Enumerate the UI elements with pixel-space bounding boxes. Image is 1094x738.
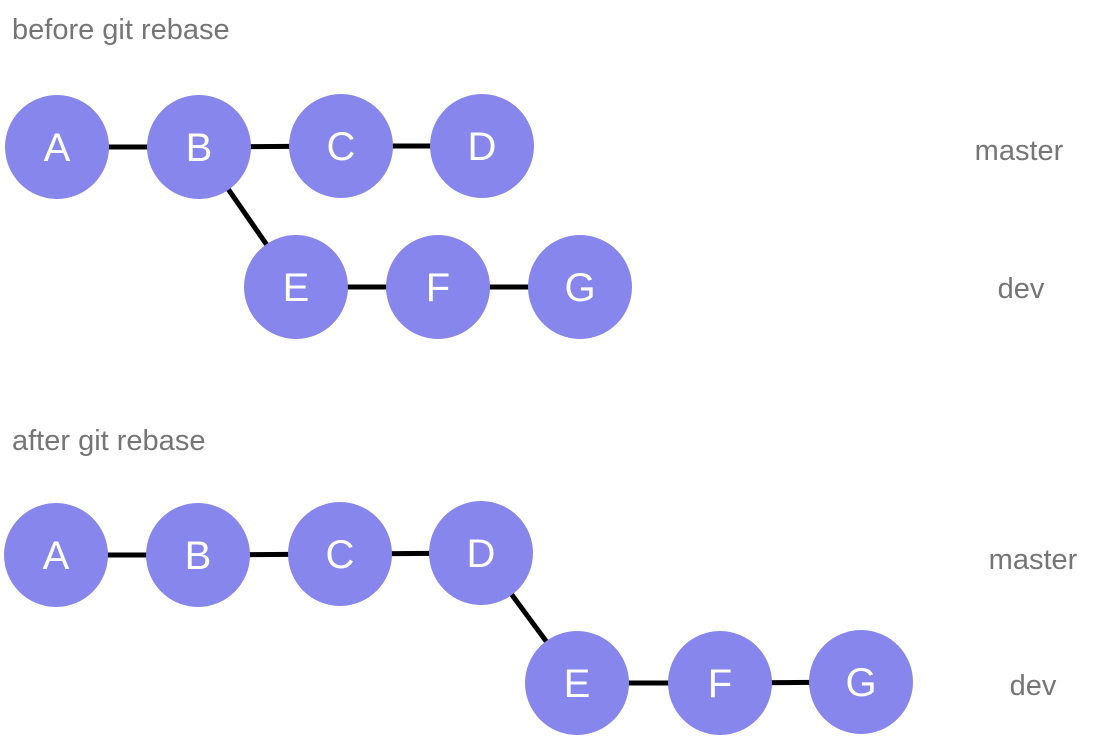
branch-label-dev: dev [1010,670,1057,702]
commit-circle-A [5,95,109,199]
before-section-title: before git rebase [12,14,230,46]
after-branch-labels-layer: master dev [989,544,1078,702]
commit-node-A: A [4,503,108,607]
commit-label-B: B [185,534,212,578]
commit-label-B: B [186,126,213,170]
before-nodes-layer: A B C D E F G [5,94,632,339]
commit-circle-A [4,503,108,607]
commit-label-D: D [468,125,497,169]
commit-label-C: C [327,125,356,169]
commit-label-G: G [845,661,876,705]
commit-label-D: D [467,532,496,576]
commit-label-G: G [564,266,595,310]
commit-label-E: E [564,662,591,706]
commit-node-B: B [147,95,251,199]
commit-circle-D [429,501,533,605]
commit-node-F: F [386,235,490,339]
commit-node-G: G [528,235,632,339]
commit-node-F: F [668,631,772,735]
before-section: before git rebase A B C D E F G master dev [5,14,1064,339]
commit-circle-G [528,235,632,339]
branch-label-dev: dev [998,273,1045,305]
commit-node-D: D [429,501,533,605]
commit-circle-F [386,235,490,339]
commit-circle-C [288,502,392,606]
commit-node-B: B [146,503,250,607]
commit-node-E: E [525,631,629,735]
commit-circle-F [668,631,772,735]
commit-circle-B [147,95,251,199]
branch-label-master: master [989,544,1078,576]
commit-circle-G [809,630,913,734]
after-section-title: after git rebase [12,425,205,457]
commit-node-A: A [5,95,109,199]
commit-node-E: E [244,235,348,339]
commit-label-F: F [708,662,732,706]
commit-circle-E [244,235,348,339]
commit-node-D: D [430,94,534,198]
after-nodes-layer: A B C D E F G [4,501,913,735]
before-branch-labels-layer: master dev [975,135,1064,305]
commit-node-C: C [288,502,392,606]
commit-circle-D [430,94,534,198]
commit-label-A: A [44,126,71,170]
commit-node-G: G [809,630,913,734]
commit-label-A: A [43,534,70,578]
commit-node-C: C [289,94,393,198]
commit-circle-C [289,94,393,198]
commit-label-E: E [283,266,310,310]
commit-label-C: C [326,533,355,577]
after-section: after git rebase A B C D E F G master dev [4,425,1078,735]
commit-circle-B [146,503,250,607]
commit-label-F: F [426,266,450,310]
branch-label-master: master [975,135,1064,167]
commit-circle-E [525,631,629,735]
